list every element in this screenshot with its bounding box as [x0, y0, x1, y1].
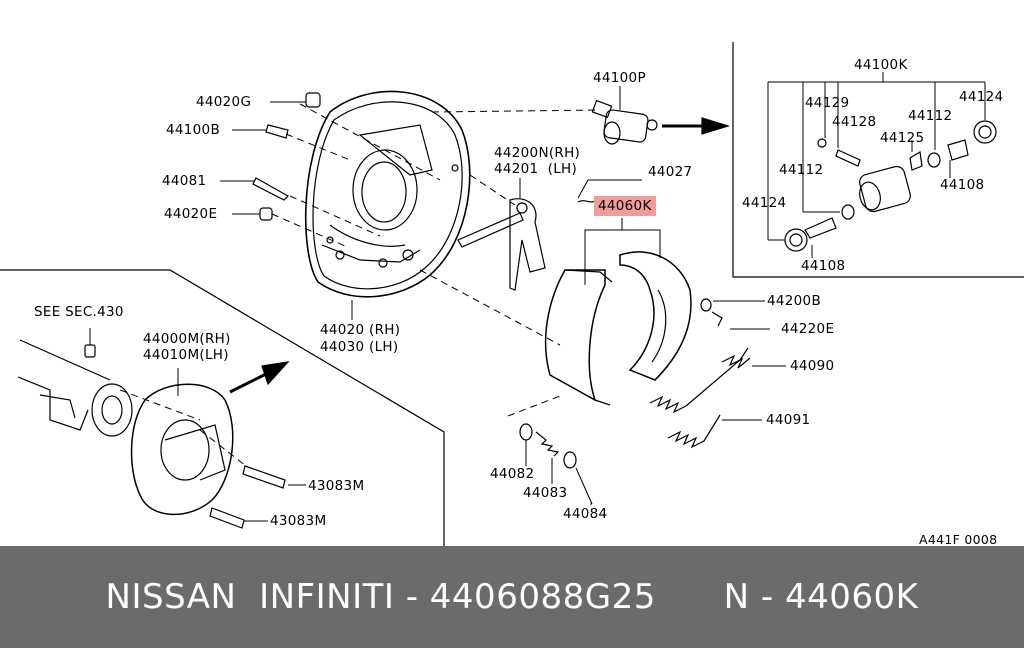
part-label-44124-lower: 44124 [742, 195, 787, 211]
highlighted-part-number: 44060K [594, 196, 656, 216]
part-label-44010m: 44010M(LH) [143, 347, 229, 363]
part-label-43083m-upper: 43083M [308, 478, 365, 494]
diagram-drawing [0, 42, 1024, 546]
brake-assembly [17, 339, 286, 529]
part-label-44200n: 44200N(RH) [494, 145, 581, 161]
part-label-44108-bottom: 44108 [801, 258, 846, 274]
part-label-44020g: 44020G [196, 94, 252, 110]
fasteners-left [252, 92, 321, 221]
part-label-44100k: 44100K [854, 57, 908, 73]
part-label-44000m: 44000M(RH) [143, 331, 231, 347]
part-label-44082: 44082 [490, 466, 535, 482]
part-label-44220e: 44220E [781, 321, 835, 337]
section-frames [0, 42, 1024, 546]
part-label-44125: 44125 [880, 130, 925, 146]
part-label-44128: 44128 [832, 114, 877, 130]
part-label-44124-upper: 44124 [959, 89, 1004, 105]
diagram-code: A441F 0008 [919, 532, 998, 547]
parts-diagram: 44020G 44100B 44081 44020E 44020 (RH) 44… [0, 42, 1024, 547]
part-label-44084: 44084 [563, 506, 608, 522]
dashed-guides [119, 103, 601, 467]
part-label-44112-upper: 44112 [908, 108, 953, 124]
part-label-44081: 44081 [162, 173, 207, 189]
part-label-44060k: 44060K [594, 196, 656, 216]
pin-spring-cup [519, 298, 723, 469]
part-label-44030: 44030 (LH) [320, 339, 399, 355]
part-label-44200b: 44200B [767, 293, 822, 309]
wheel-cylinder [591, 99, 658, 145]
part-label-44090: 44090 [790, 358, 835, 374]
part-label-44020: 44020 (RH) [320, 322, 401, 338]
part-label-44129: 44129 [805, 95, 850, 111]
see-section-note: SEE SEC.430 [34, 304, 124, 320]
springs [649, 347, 751, 449]
part-number-banner: NISSAN INFINITI - 4406088G25 N - 44060K [0, 546, 1024, 648]
part-label-44201: 44201 (LH) [494, 161, 578, 177]
part-label-44112-lower: 44112 [779, 162, 824, 178]
part-label-44100p: 44100P [593, 70, 646, 86]
arrows [229, 117, 731, 394]
part-label-44108-right: 44108 [940, 177, 985, 193]
part-label-43083m-lower: 43083M [270, 513, 327, 529]
part-label-44083: 44083 [523, 485, 568, 501]
backing-plate [304, 90, 471, 298]
part-label-44100b: 44100B [166, 122, 221, 138]
part-label-44027: 44027 [648, 164, 693, 180]
part-number-text: NISSAN INFINITI - 4406088G25 N - 44060K [105, 577, 919, 617]
part-label-44091: 44091 [766, 412, 811, 428]
leader-lines [89, 72, 986, 522]
adjuster-lever [457, 198, 599, 291]
part-label-44020e: 44020E [164, 206, 218, 222]
brake-shoes [544, 251, 692, 406]
